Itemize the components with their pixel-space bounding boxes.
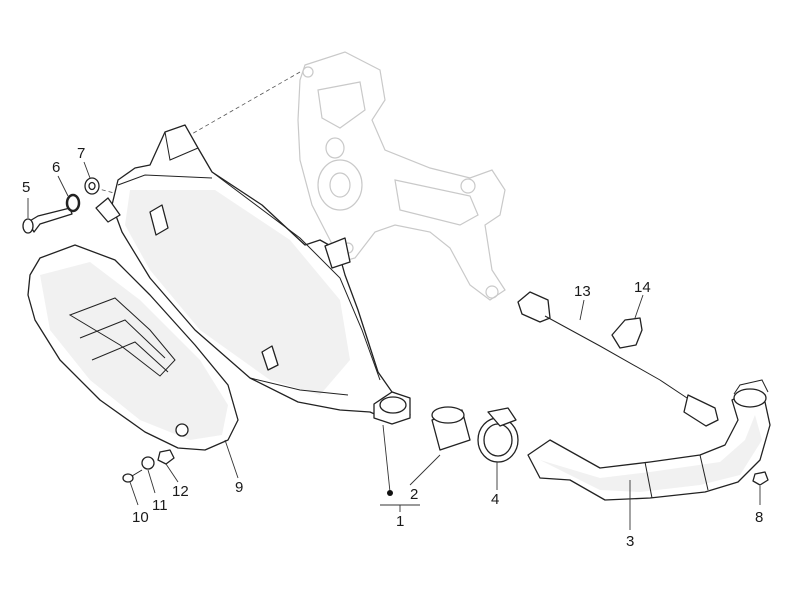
label-9: 9 [235, 479, 243, 496]
reference-dot [387, 490, 393, 496]
clamp-4 [477, 407, 519, 463]
nut-12 [157, 449, 175, 465]
label-3: 3 [626, 533, 634, 550]
muffler-body [95, 124, 411, 425]
washer-6 [65, 193, 81, 213]
label-10: 10 [132, 509, 149, 526]
label-14: 14 [634, 279, 651, 296]
washer-11 [141, 456, 155, 470]
label-4: 4 [491, 491, 499, 508]
label-6: 6 [52, 159, 60, 176]
engine-frame-ghost [297, 51, 506, 301]
label-7: 7 [77, 145, 85, 162]
label-8: 8 [755, 509, 763, 526]
label-5: 5 [22, 179, 30, 196]
screw-10 [122, 469, 143, 483]
label-12: 12 [172, 483, 189, 500]
sleeve-2 [431, 406, 471, 451]
lambda-sensor-13 [517, 291, 719, 427]
nut-8 [752, 471, 769, 486]
label-13: 13 [574, 283, 591, 300]
heat-shield [27, 244, 239, 451]
cable-clip-14 [611, 317, 643, 349]
exhaust-pipe-3 [527, 379, 771, 501]
washer-7 [84, 177, 100, 195]
leader-lines [27, 161, 761, 530]
label-1: 1 [396, 513, 404, 530]
label-2: 2 [410, 486, 418, 503]
bolt-5 [22, 207, 73, 234]
label-11: 11 [152, 497, 168, 514]
